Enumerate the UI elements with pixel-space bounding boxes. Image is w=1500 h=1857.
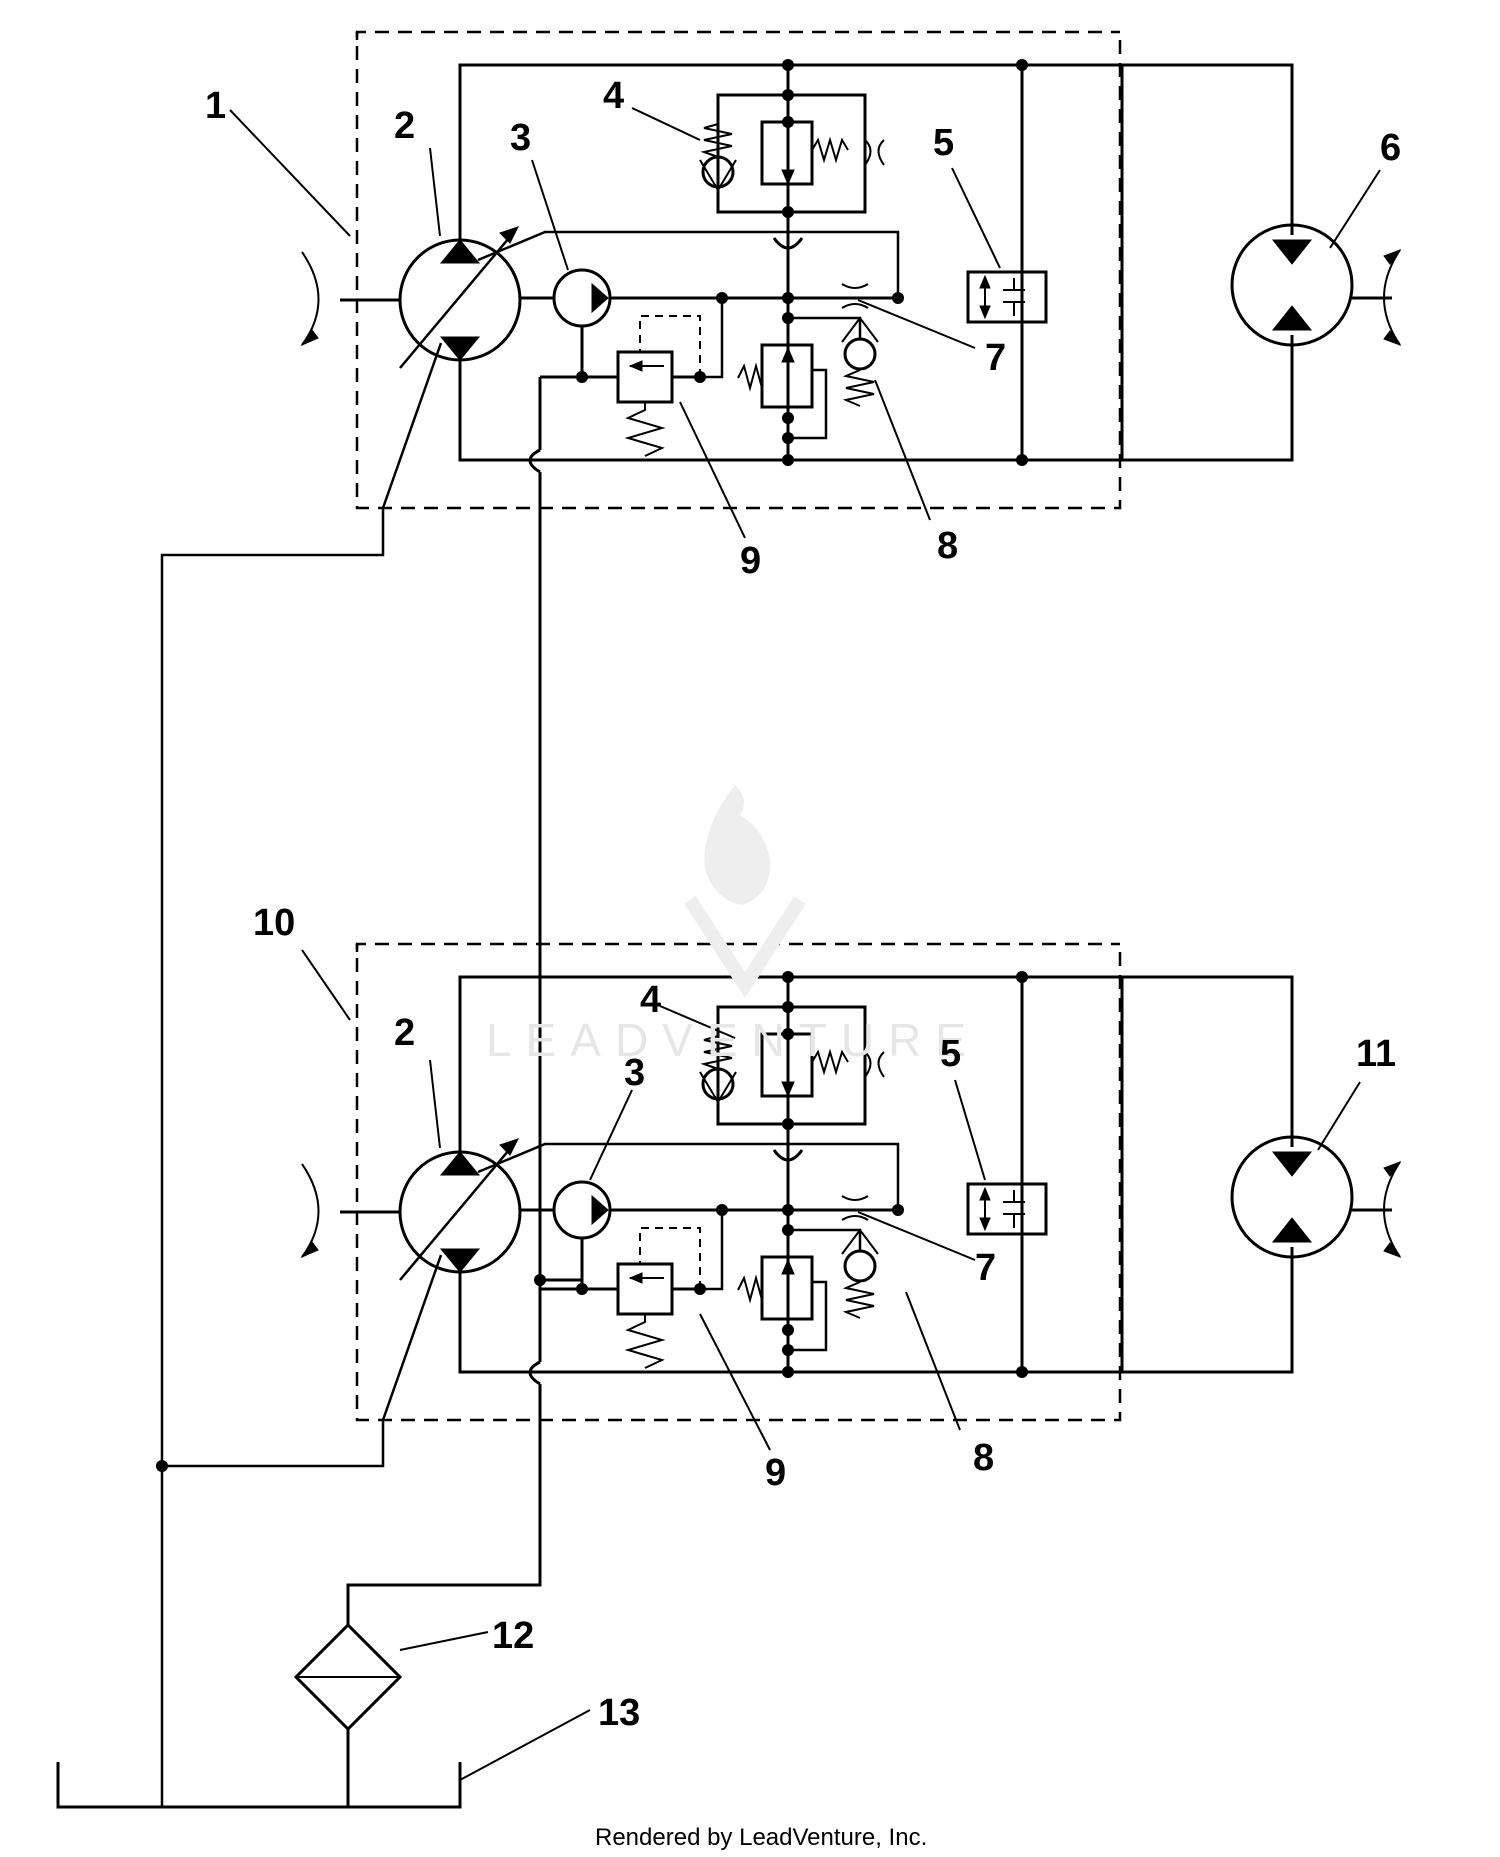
label-upper-pump-assembly: 1 [205, 85, 226, 127]
label-upper-charge-relief-valve: 9 [740, 540, 761, 582]
label-lower-pump-assembly: 10 [253, 902, 295, 944]
label-lower-variable-pump: 2 [394, 1012, 415, 1054]
label-lower-charge-pump: 3 [624, 1052, 645, 1094]
label-upper-charge-pump: 3 [510, 117, 531, 159]
label-upper-relief-valve: 4 [603, 75, 624, 117]
watermark-text: LEADVENTURE [486, 1014, 980, 1066]
label-lower-orifice: 7 [975, 1247, 996, 1289]
label-upper-bypass-valve: 5 [933, 122, 954, 164]
label-filter: 12 [492, 1615, 534, 1657]
label-upper-wheel-motor: 6 [1380, 127, 1401, 169]
label-lower-check-relief-valve: 8 [973, 1437, 994, 1479]
label-lower-relief-valve: 4 [640, 979, 661, 1021]
label-lower-charge-relief-valve: 9 [765, 1452, 786, 1494]
render-credit: Rendered by LeadVenture, Inc. [595, 1824, 927, 1851]
system-lines [56, 107, 1381, 1809]
label-upper-orifice: 7 [985, 337, 1006, 379]
label-upper-variable-pump: 2 [394, 105, 415, 147]
label-reservoir: 13 [598, 1692, 640, 1734]
watermark: LEADVENTURE [486, 785, 980, 1066]
label-lower-wheel-motor: 11 [1356, 1033, 1396, 1075]
callout-labels: 1 2 3 4 5 6 7 8 9 10 2 3 4 5 11 7 8 9 12… [205, 75, 1401, 1734]
label-lower-bypass-valve: 5 [940, 1033, 961, 1075]
label-upper-check-relief-valve: 8 [937, 525, 958, 567]
upper-pump-circuit [300, 30, 1402, 510]
